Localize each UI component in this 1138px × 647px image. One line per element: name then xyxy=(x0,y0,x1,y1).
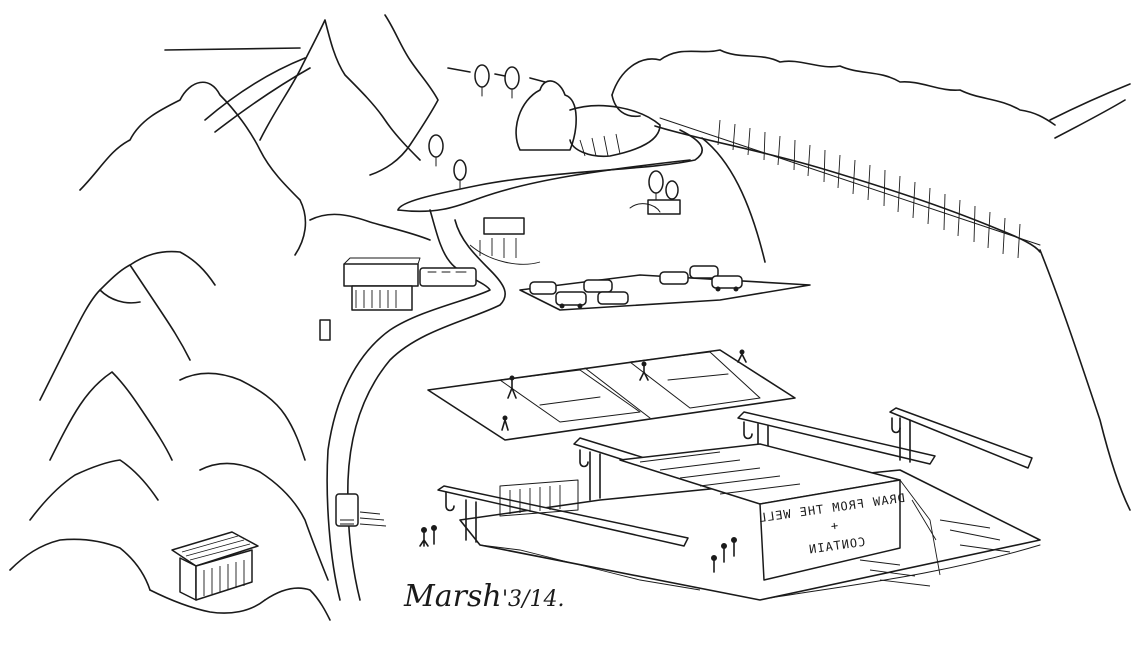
tennis-courts xyxy=(427,349,796,441)
small-trees xyxy=(428,64,679,209)
trees-left xyxy=(9,14,439,621)
road-vehicle xyxy=(335,493,387,527)
roadside-buildings xyxy=(319,199,681,341)
road xyxy=(326,129,766,601)
tree-clump-center xyxy=(515,80,661,158)
people xyxy=(419,525,737,573)
main-building xyxy=(419,407,1041,601)
ground-hatching xyxy=(769,519,1041,599)
distant-hills xyxy=(164,47,1131,139)
signature-name: Marsh xyxy=(403,579,502,614)
cabin xyxy=(171,531,259,601)
parking-lot xyxy=(519,265,811,311)
forest-right xyxy=(611,49,1131,511)
sign-line-2: + xyxy=(829,518,839,533)
signature: Marsh '3/14. xyxy=(403,579,564,614)
signature-date: '3/14. xyxy=(502,587,564,612)
